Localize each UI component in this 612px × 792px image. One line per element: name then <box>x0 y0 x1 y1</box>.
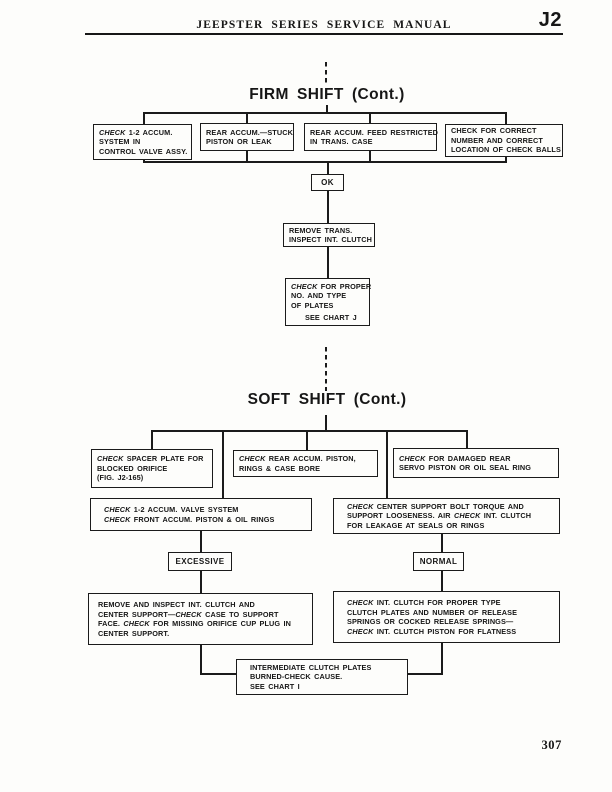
flow-connector <box>369 112 371 124</box>
box-text-line: CHECK FOR PROPER <box>291 281 372 291</box>
header-title: JEEPSTER SERIES SERVICE MANUAL <box>196 19 452 31</box>
flow-connector <box>441 643 443 675</box>
box-text-line: CHECK FRONT ACCUM. PISTON & OIL RINGS <box>104 514 275 524</box>
flow-connector <box>306 430 308 450</box>
box-text-line: SEE CHART J <box>305 312 357 322</box>
header-rule <box>85 33 563 35</box>
box-text-line: REMOVE TRANS. <box>289 225 353 235</box>
box-text-line: SUPPORT LOOSENESS. AIR CHECK INT. CLUTCH <box>347 511 532 521</box>
box-text-line: SYSTEM IN <box>99 137 141 147</box>
flow-connector <box>325 415 327 432</box>
firm-shift-title: FIRM SHIFT (Cont.) <box>249 86 405 103</box>
box-text-line: CENTER SUPPORT—CHECK CASE TO SUPPORT <box>98 609 279 619</box>
flow-connector <box>151 430 153 449</box>
flow-connector <box>369 150 371 163</box>
flow-connector <box>200 571 202 593</box>
box-text-line: CHECK 1-2 ACCUM. <box>99 127 173 137</box>
box-text-line: CONTROL VALVE ASSY. <box>99 146 188 156</box>
box-text-line: EXCESSIVE <box>175 556 225 566</box>
flow-connector <box>200 645 202 675</box>
dashed-connector <box>325 62 327 86</box>
box-text-line: OF PLATES <box>291 300 334 310</box>
flow-connector <box>200 673 236 675</box>
flow-connector <box>246 150 248 163</box>
box-text-line: CHECK 1-2 ACCUM. VALVE SYSTEM <box>104 505 239 514</box>
box-normal: NORMAL <box>413 552 464 571</box>
box-text-line: (FIG. J2-165) <box>97 473 144 483</box>
flow-connector <box>143 158 145 163</box>
box-text-line: LOCATION OF CHECK BALLS <box>451 145 561 155</box>
box-text-line: CHECK REAR ACCUM. PISTON, <box>239 454 356 463</box>
flow-connector <box>441 571 443 591</box>
section-code: J2 <box>538 9 562 31</box>
flow-connector <box>326 105 328 114</box>
flow-connector <box>246 112 248 124</box>
box-text-line: CLUTCH PLATES AND NUMBER OF RELEASE <box>347 607 518 617</box>
flow-connector <box>386 430 388 498</box>
dashed-connector <box>325 347 327 391</box>
box-text-line: INSPECT INT. CLUTCH <box>289 235 372 244</box>
flow-connector <box>441 534 443 552</box>
box-text-line: REAR ACCUM. FEED RESTRICTED <box>310 127 439 137</box>
box-text-line: NUMBER AND CORRECT <box>451 135 543 145</box>
flow-connector <box>143 112 145 125</box>
flow-connector <box>143 112 507 114</box>
page-number: 307 <box>541 738 562 752</box>
box-text-line: CHECK CENTER SUPPORT BOLT TORQUE AND <box>347 501 524 511</box>
flow-connector <box>505 155 507 163</box>
box-text-line: NO. AND TYPE <box>291 291 347 301</box>
box-text-line: NORMAL <box>419 556 458 566</box>
box-text-line: CHECK FOR DAMAGED REAR <box>399 453 511 463</box>
box-text-line: IN TRANS. CASE <box>310 137 373 146</box>
box-text-line: BLOCKED ORIFICE <box>97 463 168 473</box>
box-text-line: BURNED-CHECK CAUSE. <box>250 672 343 682</box>
flow-connector <box>327 191 329 223</box>
box-text-line: SPRINGS OR COCKED RELEASE SPRINGS— <box>347 617 514 626</box>
box-text-line: FACE. CHECK FOR MISSING ORIFICE CUP PLUG… <box>98 619 291 628</box>
box-text-line: CHECK INT. CLUTCH PISTON FOR FLATNESS <box>347 626 517 636</box>
flow-connector <box>505 112 507 125</box>
box-ok: OK <box>311 174 344 191</box>
flow-connector <box>466 430 468 448</box>
box-text-line: RINGS & CASE BORE <box>239 463 321 473</box>
flow-connector <box>143 161 507 163</box>
box-text-line: SEE CHART I <box>250 681 300 691</box>
flow-connector <box>408 673 443 675</box>
box-text-line: REAR ACCUM.—STUCK <box>206 127 293 137</box>
flow-connector <box>200 531 202 552</box>
box-text-line: CHECK INT. CLUTCH FOR PROPER TYPE <box>347 598 501 607</box>
box-text-line: PISTON OR LEAK <box>206 137 272 146</box>
box-text-line: FOR LEAKAGE AT SEALS OR RINGS <box>347 520 485 530</box>
box-text-line: CHECK FOR CORRECT <box>451 126 537 136</box>
box-excessive: EXCESSIVE <box>168 552 232 571</box>
soft-shift-title: SOFT SHIFT (Cont.) <box>247 391 407 408</box>
box-check-rear-accum-piston: CHECK REAR ACCUM. PISTON,RINGS & CASE BO… <box>233 450 378 477</box>
box-text-line: INTERMEDIATE CLUTCH PLATES <box>250 662 372 672</box>
box-text-line: CENTER SUPPORT. <box>98 628 170 638</box>
box-text-line: REMOVE AND INSPECT INT. CLUTCH AND <box>98 600 255 609</box>
box-remove-trans-inspect-clutch: REMOVE TRANS.INSPECT INT. CLUTCH <box>283 223 375 247</box>
box-text-line: OK <box>321 177 334 187</box>
box-text-line: SERVO PISTON OR OIL SEAL RING <box>399 463 532 472</box>
flow-connector <box>222 430 224 498</box>
flow-connector <box>151 430 468 432</box>
box-text-line: CHECK SPACER PLATE FOR <box>97 454 204 464</box>
flow-connector <box>327 161 329 174</box>
flow-connector <box>327 247 329 278</box>
